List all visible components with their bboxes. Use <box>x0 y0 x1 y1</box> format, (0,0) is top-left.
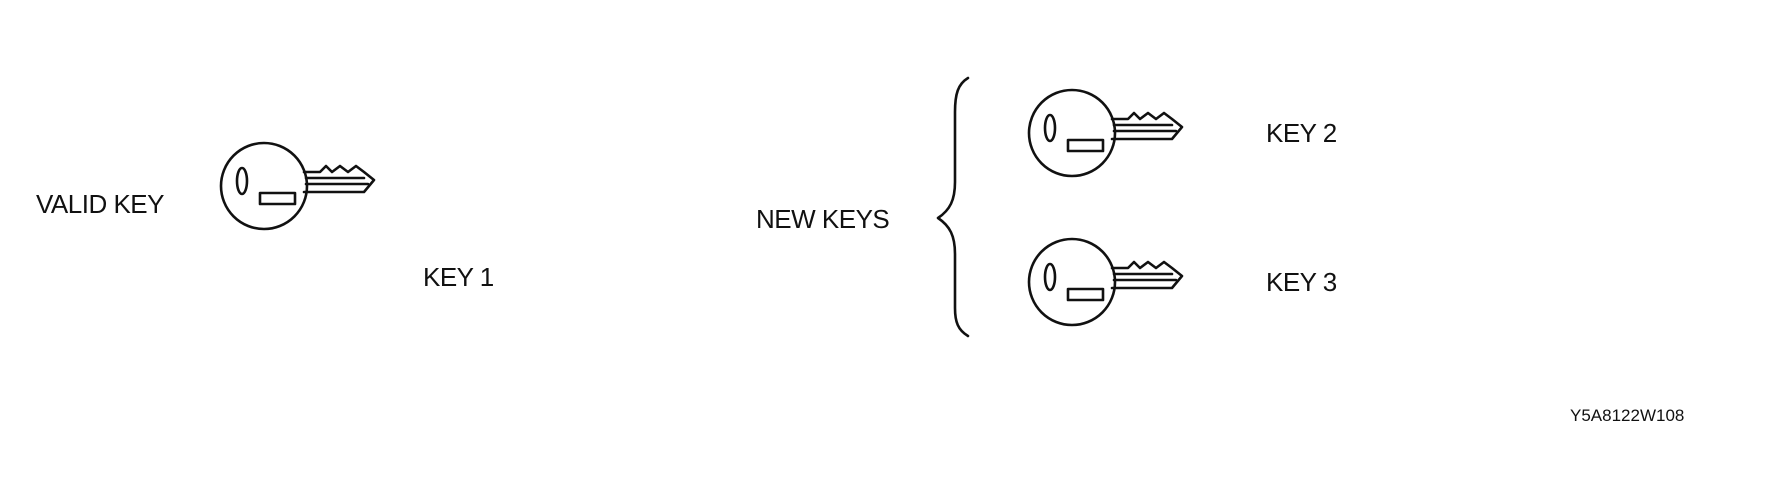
new-keys-label: NEW KEYS <box>756 204 889 234</box>
key-1-icon <box>219 141 376 231</box>
figure-code: Y5A8122W108 <box>1570 406 1684 425</box>
key-1-label: KEY 1 <box>423 262 494 292</box>
curly-brace-icon <box>936 76 970 338</box>
key-2-icon <box>1027 88 1184 178</box>
valid-key-label: VALID KEY <box>36 189 164 219</box>
key-3-icon <box>1027 237 1184 327</box>
key-2-label: KEY 2 <box>1266 118 1337 148</box>
key-3-label: KEY 3 <box>1266 267 1337 297</box>
